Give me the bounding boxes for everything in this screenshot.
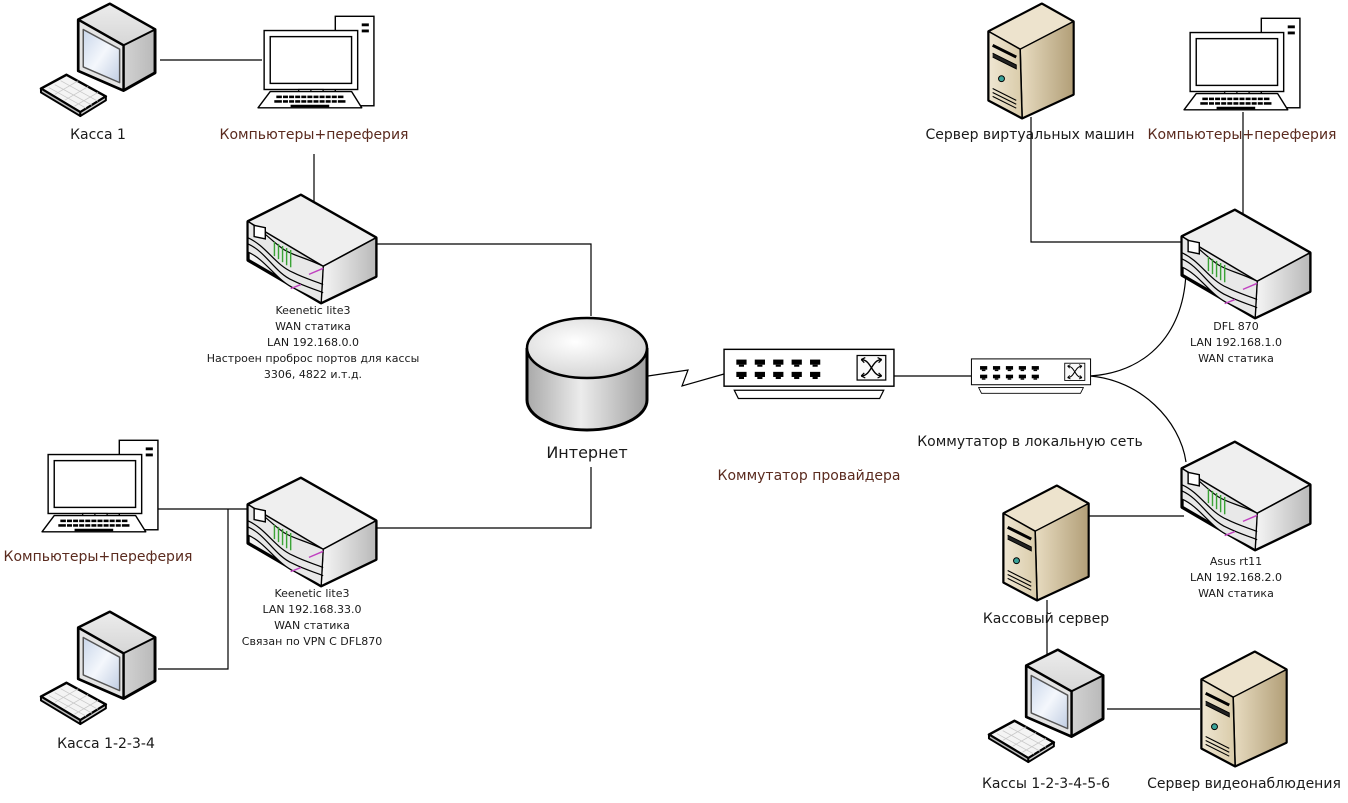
link-local-switch-asus <box>1089 375 1187 463</box>
link-router-top-left-internet <box>374 243 592 316</box>
server-tower-icon <box>1002 484 1090 602</box>
pc-bottom-left-label: Компьютеры+переферия <box>3 549 193 565</box>
router-bottom-left-line-3: WAN статика <box>274 619 350 632</box>
desktop-pc-icon <box>1183 17 1301 111</box>
kassa-1234-label: Касса 1-2-3-4 <box>57 736 155 752</box>
link-internet-provider-switch <box>647 369 725 387</box>
internet-cylinder-icon <box>525 316 649 432</box>
provider-switch-label: Коммутатор провайдера <box>717 468 901 484</box>
router-icon <box>1180 208 1312 320</box>
asus-line-2: LAN 192.168.2.0 <box>1189 571 1283 584</box>
link-kassa-1234-router <box>158 509 229 670</box>
server-tower-icon <box>987 2 1075 120</box>
video-server-label: Сервер видеонаблюдения <box>1147 776 1341 792</box>
cash-server-label: Кассовый сервер <box>982 611 1110 627</box>
router-bottom-left-line-1: Keenetic lite3 <box>274 587 350 600</box>
router-bottom-left-label: Keenetic lite3 LAN 192.168.33.0 WAN стат… <box>212 586 412 650</box>
connections <box>158 59 1244 710</box>
router-icon <box>246 476 378 588</box>
local-switch-icon <box>970 358 1092 394</box>
desktop-pc-icon <box>41 439 159 533</box>
asus-line-3: WAN статика <box>1198 587 1274 600</box>
vm-server-label: Сервер виртуальных машин <box>925 127 1135 143</box>
router-bottom-left-line-4: Связан по VPN С DFL870 <box>241 635 383 648</box>
router-icon <box>1180 440 1312 552</box>
link-vm-server-dfl870 <box>1030 117 1184 243</box>
server-tower-icon <box>1200 650 1288 768</box>
cash-register-pc-icon <box>39 610 157 726</box>
router-icon <box>246 193 378 305</box>
dfl870-line-1: DFL 870 <box>1213 320 1259 333</box>
asus-line-1: Asus rt11 <box>1209 555 1263 568</box>
router-top-left-line-3: LAN 192.168.0.0 <box>266 336 360 349</box>
dfl870-line-3: WAN статика <box>1198 352 1274 365</box>
router-bottom-left-line-2: LAN 192.168.33.0 <box>262 603 362 616</box>
provider-switch-icon <box>723 348 895 400</box>
link-local-switch-dfl870 <box>1089 269 1187 377</box>
router-top-left-line-5: 3306, 4822 и.т.д. <box>263 368 363 381</box>
desktop-pc-icon <box>257 15 375 109</box>
cash-register-pc-icon <box>39 2 157 118</box>
dfl870-label: DFL 870 LAN 192.168.1.0 WAN статика <box>1180 319 1292 367</box>
asus-label: Asus rt11 LAN 192.168.2.0 WAN статика <box>1180 554 1292 602</box>
router-top-left-label: Keenetic lite3 WAN статика LAN 192.168.0… <box>193 303 433 383</box>
local-switch-label: Коммутатор в локальную сеть <box>917 434 1143 450</box>
router-top-left-line-4: Настроен проброс портов для кассы <box>206 352 420 365</box>
pc-top-left-label: Компьютеры+переферия <box>219 127 409 143</box>
dfl870-line-2: LAN 192.168.1.0 <box>1189 336 1283 349</box>
internet-label: Интернет <box>546 443 628 462</box>
kassy-123456-label: Кассы 1-2-3-4-5-6 <box>981 776 1111 792</box>
router-top-left-line-2: WAN статика <box>275 320 351 333</box>
kassa1-label: Касса 1 <box>70 127 126 143</box>
pc-top-right-label: Компьютеры+переферия <box>1147 127 1337 143</box>
link-router-bottom-left-internet <box>374 467 592 529</box>
cash-register-pc-icon <box>987 648 1105 764</box>
router-top-left-line-1: Keenetic lite3 <box>275 304 351 317</box>
